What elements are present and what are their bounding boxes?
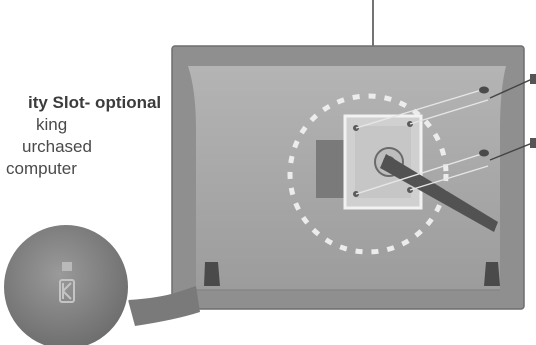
screw-pointer-2 xyxy=(355,151,489,195)
right-foot xyxy=(484,262,500,286)
kensington-lock-icon xyxy=(59,279,75,303)
callout-line-2: urchased xyxy=(22,137,92,156)
stand-arm xyxy=(380,154,498,232)
loose-screw-1 xyxy=(479,86,489,94)
security-slot-callout: ity Slot- optional king urchased compute… xyxy=(0,92,175,180)
callout-line-3: computer xyxy=(6,159,77,178)
security-slot-title: ity Slot- optional xyxy=(28,93,162,112)
screw-pointer-1 xyxy=(355,87,489,129)
rotation-dotted-circle xyxy=(287,93,449,255)
screw-pointer-4 xyxy=(409,165,489,191)
lock-connector xyxy=(128,286,200,326)
callout-line-1: king xyxy=(36,115,68,134)
screw-pointer-3 xyxy=(409,99,489,125)
security-slot-zoom-circle xyxy=(2,223,130,345)
right-edge-mark-2 xyxy=(530,138,536,148)
slot-rectangle xyxy=(62,262,72,271)
loose-screw-2 xyxy=(479,149,489,157)
left-foot xyxy=(204,262,220,286)
right-edge-mark-1 xyxy=(530,74,536,84)
